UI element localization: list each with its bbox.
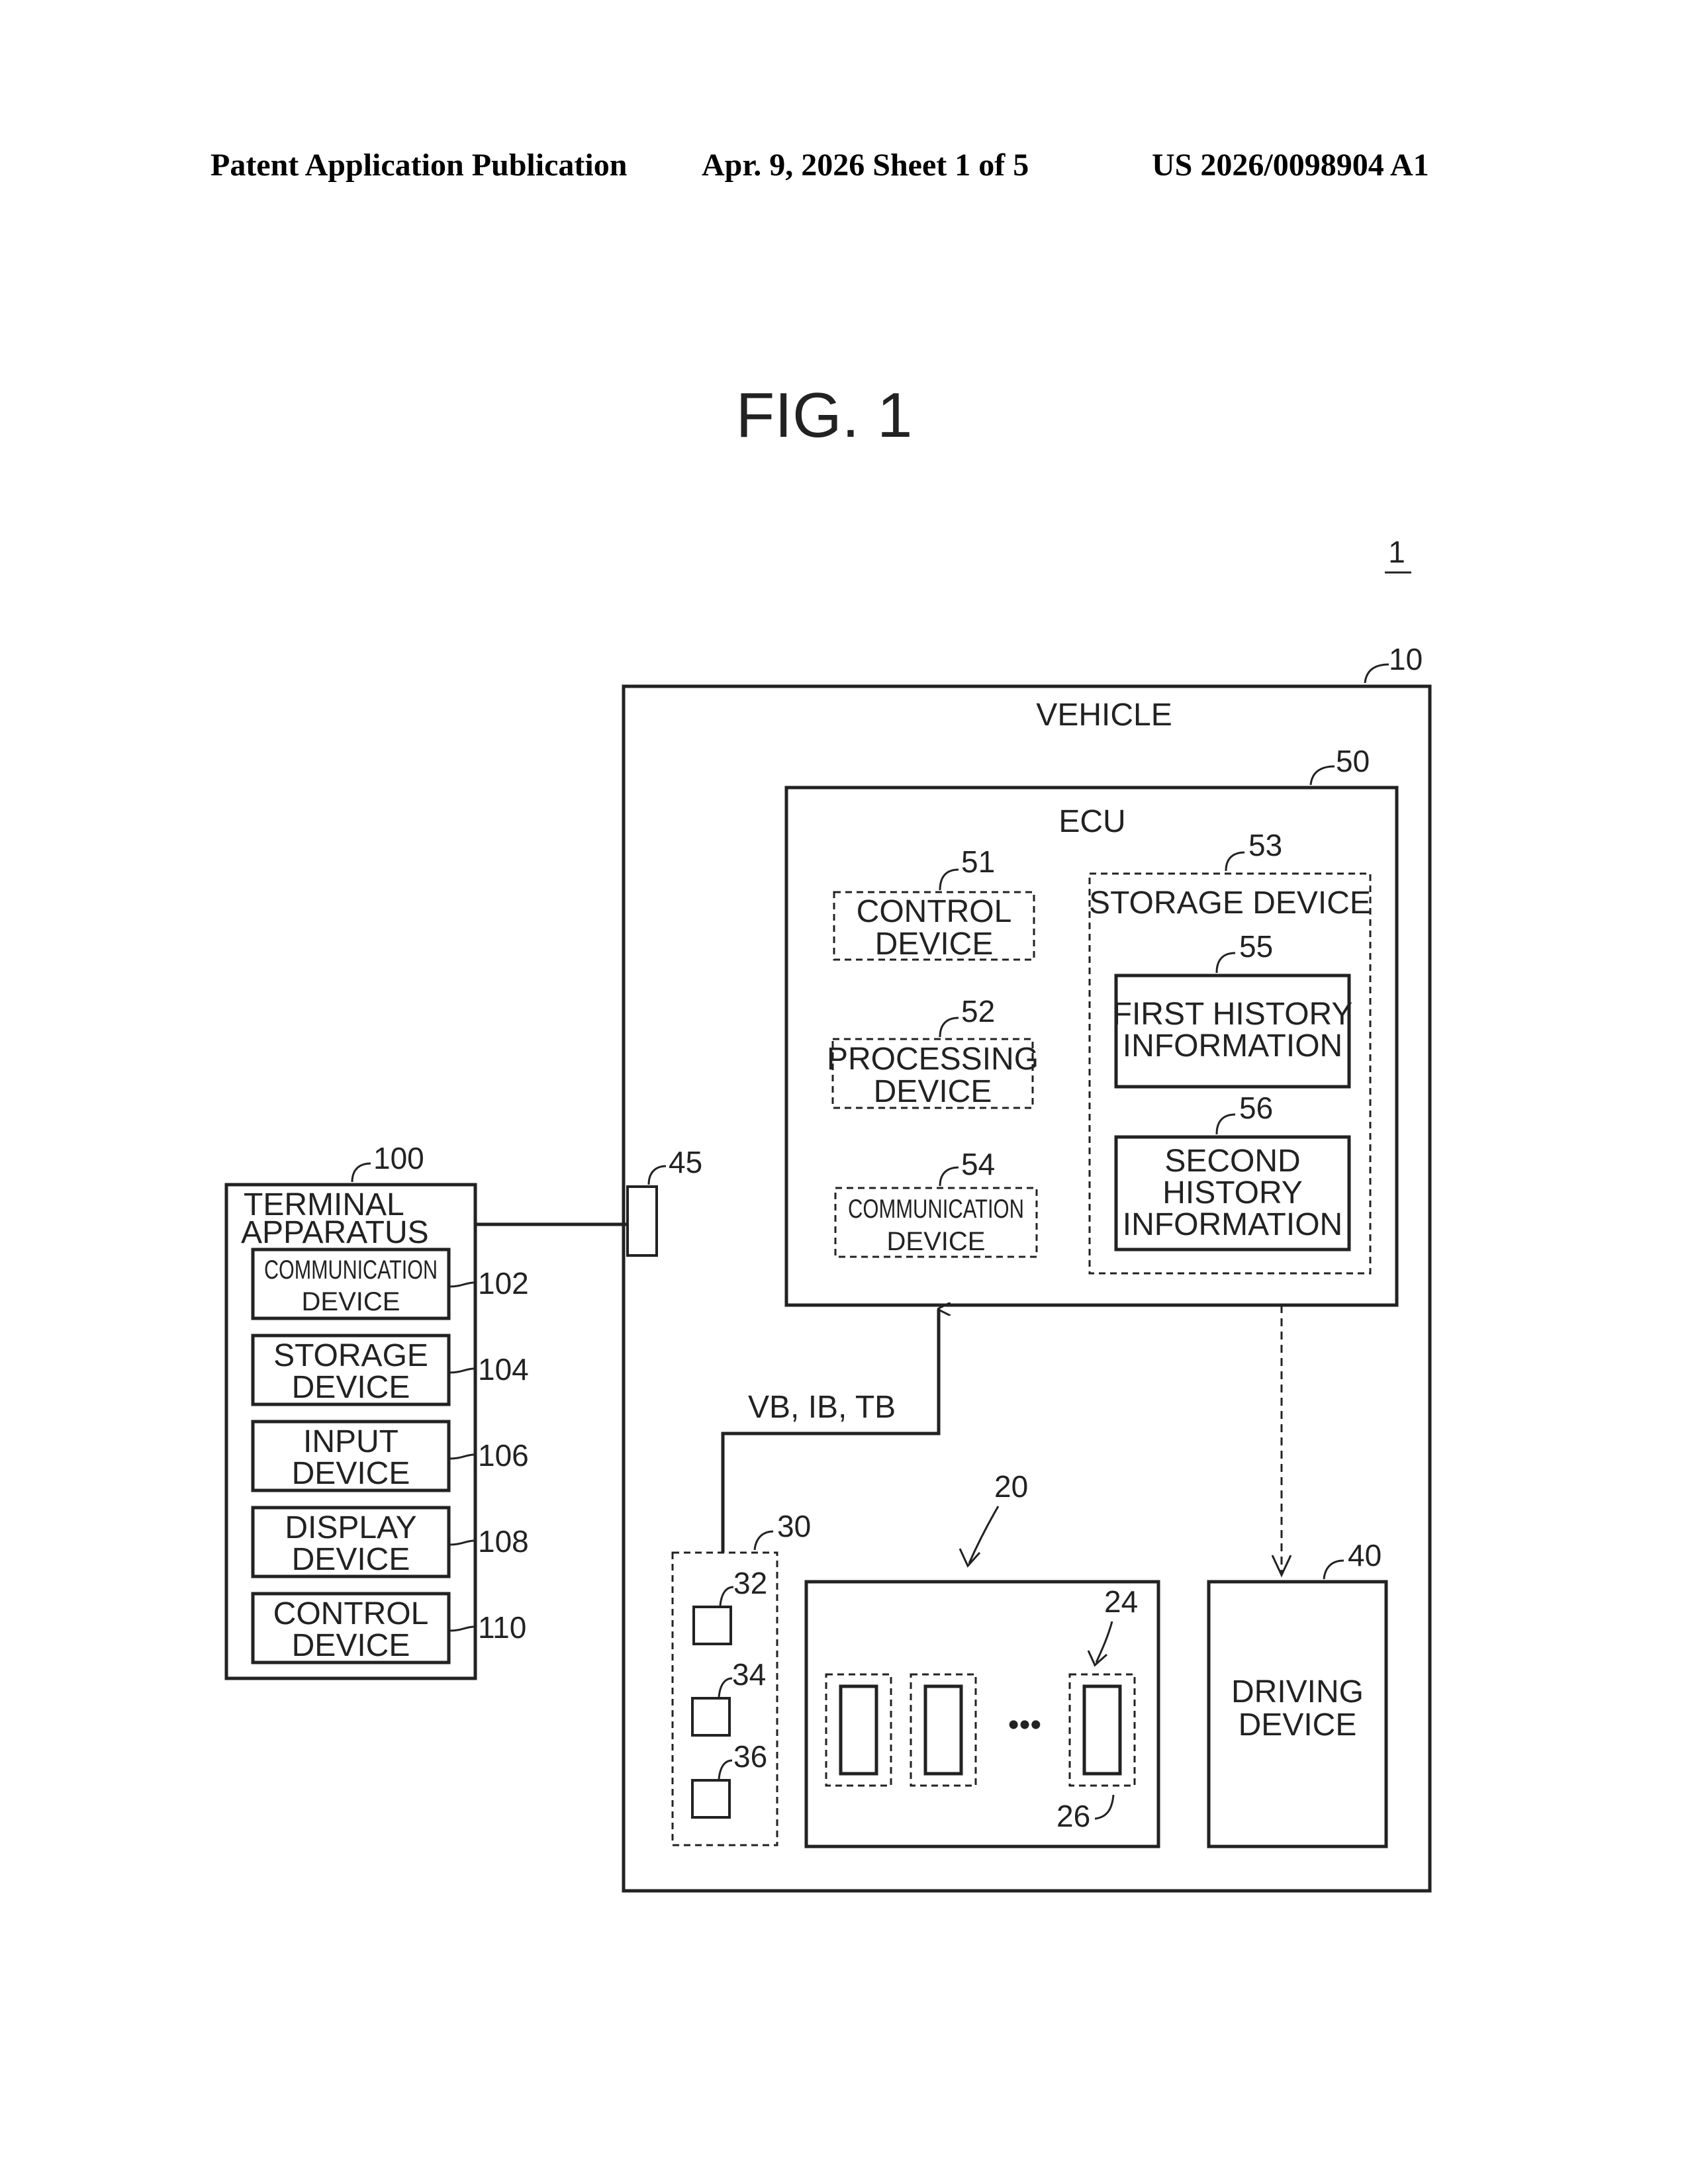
battery-ellipsis: ••• (1008, 1707, 1041, 1743)
second-history-ref: 56 (1239, 1091, 1273, 1125)
ecu-control-device-line2: DEVICE (875, 927, 994, 962)
battery-cell-1-frame (826, 1674, 891, 1786)
connector-port (628, 1187, 657, 1255)
second-history-leader (1217, 1115, 1235, 1134)
first-history-ref: 55 (1239, 929, 1273, 964)
sensor-34-leader (719, 1678, 732, 1697)
driving-device-ref: 40 (1348, 1538, 1382, 1572)
terminal-storage-line1: STORAGE (273, 1338, 428, 1373)
terminal-control-line2: DEVICE (292, 1628, 410, 1663)
ecu-communication-ref: 54 (961, 1147, 995, 1181)
first-history-line1: FIRST HISTORY (1113, 997, 1353, 1032)
driving-device-leader (1324, 1561, 1344, 1579)
ecu-control-ref: 51 (961, 844, 995, 879)
terminal-control-leader (449, 1627, 474, 1631)
terminal-display-leader (449, 1541, 474, 1545)
terminal-display-line1: DISPLAY (285, 1510, 416, 1545)
ecu-label: ECU (1058, 804, 1125, 839)
battery-cell-n-frame (1070, 1674, 1135, 1786)
ecu-leader (1311, 766, 1335, 785)
figure-title: FIG. 1 (736, 380, 913, 451)
vehicle-ref: 10 (1389, 642, 1423, 676)
terminal-storage-device: STORAGE DEVICE 104 (253, 1336, 529, 1405)
terminal-storage-ref: 104 (478, 1352, 529, 1387)
second-history-line2: HISTORY (1162, 1175, 1303, 1210)
ecu-control-leader (940, 870, 959, 890)
sensor-group-leader (755, 1531, 773, 1550)
terminal-ref: 100 (373, 1141, 424, 1175)
battery-cell-inner-leader (1095, 1795, 1113, 1819)
terminal-communication-line2: DEVICE (302, 1287, 400, 1316)
second-history-line1: SECOND (1164, 1144, 1300, 1179)
ecu-storage-ref: 53 (1248, 828, 1282, 862)
sensor-34-ref: 34 (732, 1657, 766, 1692)
sensor-to-ecu-signal-line (723, 1309, 939, 1553)
terminal-input-leader (449, 1455, 474, 1459)
battery-leader (969, 1506, 998, 1563)
ecu-storage-device-label: STORAGE DEVICE (1089, 886, 1371, 921)
sensor-34-box (692, 1698, 729, 1735)
terminal-display-ref: 108 (478, 1524, 529, 1559)
terminal-communication-leader (449, 1283, 474, 1287)
vehicle-label: VEHICLE (1036, 698, 1172, 733)
sensor-32-ref: 32 (733, 1566, 767, 1600)
driving-device-line1: DRIVING (1231, 1674, 1364, 1709)
terminal-control-line1: CONTROL (273, 1596, 429, 1631)
terminal-storage-leader (449, 1369, 474, 1373)
driving-device-line2: DEVICE (1239, 1707, 1357, 1743)
battery-cell-n (1084, 1686, 1120, 1774)
ecu-processing-device-line1: PROCESSING (827, 1042, 1039, 1077)
terminal-input-line2: DEVICE (292, 1456, 410, 1491)
connector-ref: 45 (669, 1145, 702, 1179)
battery-cell-2-frame (911, 1674, 976, 1786)
sensor-36-leader (719, 1760, 732, 1779)
terminal-communication-ref: 102 (478, 1266, 529, 1300)
ecu-control-device-line1: CONTROL (857, 894, 1012, 929)
terminal-control-device: CONTROL DEVICE 110 (253, 1594, 526, 1663)
first-history-line2: INFORMATION (1123, 1028, 1342, 1064)
battery-cell-2 (925, 1686, 961, 1774)
terminal-communication-line1: COMMUNICATION (264, 1255, 438, 1285)
sensor-36-ref: 36 (733, 1739, 767, 1774)
terminal-label-line2: APPARATUS (241, 1215, 429, 1250)
ecu-communication-leader (940, 1167, 959, 1186)
battery-leader-arrowhead (960, 1549, 980, 1566)
terminal-leader (352, 1163, 371, 1182)
terminal-storage-line2: DEVICE (292, 1370, 410, 1405)
battery-cell-inner-ref: 26 (1056, 1799, 1090, 1833)
ecu-processing-device-line2: DEVICE (874, 1074, 992, 1109)
ecu-communication-device-line1: COMMUNICATION (848, 1195, 1024, 1224)
ecu-storage-leader (1226, 852, 1244, 871)
terminal-communication-device: COMMUNICATION DEVICE 102 (253, 1250, 529, 1318)
battery-box (806, 1582, 1158, 1846)
ecu-ref: 50 (1336, 744, 1370, 778)
terminal-input-device: INPUT DEVICE 106 (253, 1422, 529, 1491)
system-ref-number: 1 (1388, 535, 1405, 569)
battery-ref: 20 (994, 1469, 1028, 1504)
terminal-control-ref: 110 (478, 1610, 526, 1645)
terminal-input-line1: INPUT (303, 1424, 399, 1459)
connector-leader (649, 1166, 666, 1185)
sensor-32-box (694, 1607, 731, 1644)
sensor-36-box (692, 1780, 729, 1817)
terminal-input-ref: 106 (478, 1438, 529, 1473)
ecu-processing-leader (940, 1018, 959, 1037)
terminal-display-line2: DEVICE (292, 1542, 410, 1577)
battery-cell-1 (841, 1686, 876, 1774)
vehicle-leader (1365, 664, 1389, 683)
ecu-communication-device-line2: DEVICE (887, 1227, 986, 1256)
second-history-line3: INFORMATION (1123, 1207, 1342, 1242)
signal-label: VB, IB, TB (748, 1390, 896, 1425)
sensor-group-ref: 30 (777, 1509, 811, 1543)
first-history-leader (1217, 953, 1235, 973)
terminal-display-device: DISPLAY DEVICE 108 (253, 1508, 529, 1577)
sensor-32-leader (720, 1587, 733, 1606)
ecu-processing-ref: 52 (961, 994, 995, 1028)
battery-cell-ref: 24 (1104, 1584, 1138, 1619)
